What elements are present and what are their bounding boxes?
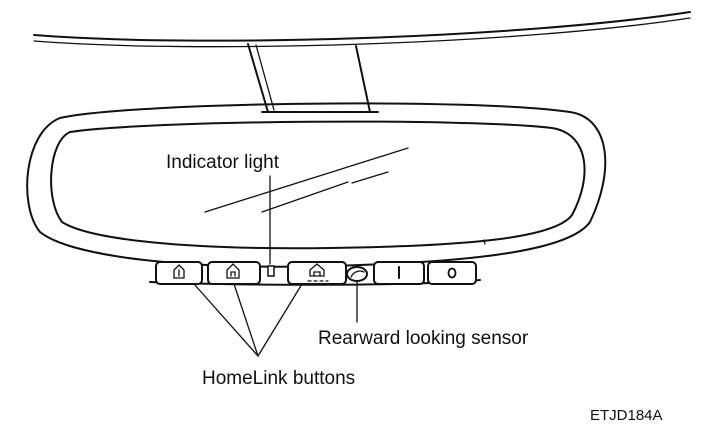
homelink-leader-lines	[193, 283, 303, 357]
rearward-sensor-lens	[350, 270, 365, 278]
power-off-button[interactable]	[427, 261, 477, 285]
glass-mark	[483, 239, 486, 245]
mirror-housing	[26, 102, 607, 268]
indicator-light	[267, 265, 275, 277]
power-on-button[interactable]	[373, 261, 425, 285]
mirror-glass	[50, 120, 586, 250]
glass-reflection-line	[204, 147, 409, 213]
rearward-sensor-label: Rearward looking sensor	[318, 328, 529, 349]
homelink-button-2[interactable]	[207, 261, 261, 285]
roof-headliner-edge	[33, 17, 691, 48]
homelink-button-1[interactable]	[155, 261, 203, 285]
power-off-icon	[447, 267, 457, 279]
figure-code: ETJD184A	[590, 407, 663, 424]
homelink-button-3[interactable]	[287, 261, 347, 285]
homelink-buttons-label: HomeLink buttons	[202, 368, 355, 389]
rearward-sensor	[346, 266, 368, 282]
homelink-3-icon	[307, 263, 329, 282]
homelink-1-icon	[173, 264, 185, 279]
mirror-mount	[247, 43, 379, 113]
glass-reflection-line	[351, 171, 389, 184]
roof-headliner	[33, 11, 691, 42]
indicator-light-label: Indicator light	[166, 152, 280, 173]
homelink-2-icon	[226, 263, 240, 279]
glass-reflection-line	[261, 181, 349, 213]
